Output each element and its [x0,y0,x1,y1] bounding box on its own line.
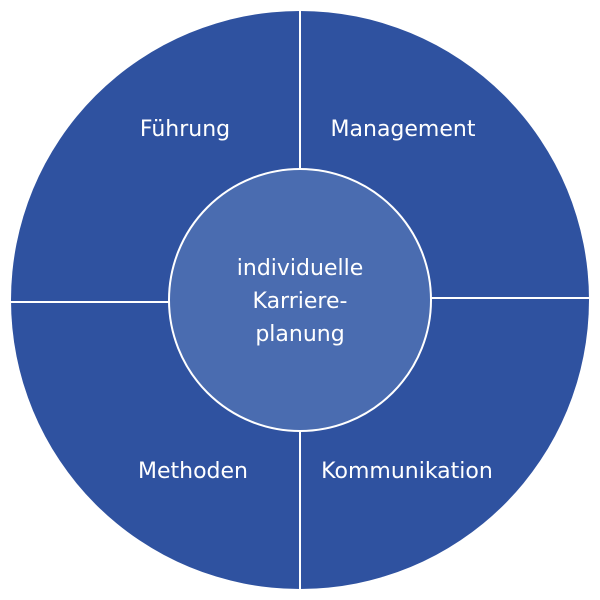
center-circle [168,168,432,432]
quadrant-label-kommunikation: Kommunikation [321,459,493,484]
center-label-line-3: planung [255,322,344,347]
center-label-line-1: individuelle [237,256,363,281]
center-label-line-2: Karriere- [253,289,348,314]
quadrant-label-management: Management [331,117,476,142]
quadrant-label-methoden: Methoden [138,459,248,484]
quadrant-label-fuehrung: Führung [140,117,230,142]
